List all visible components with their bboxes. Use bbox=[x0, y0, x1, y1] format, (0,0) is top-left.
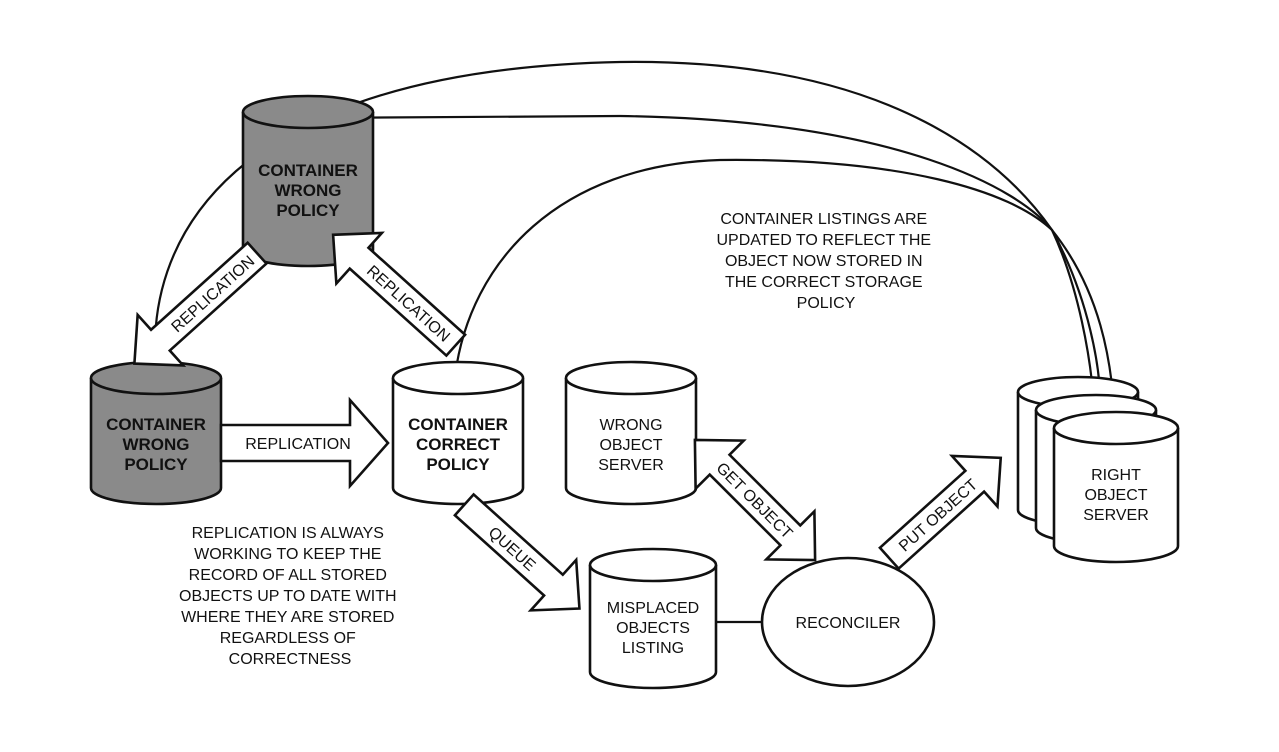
curve-correct-container-to-server bbox=[453, 158, 1117, 423]
note-replication: REPLICATION IS ALWAYS WORKING TO KEEP TH… bbox=[179, 525, 401, 668]
svg-text:GET OBJECT: GET OBJECT bbox=[713, 460, 796, 543]
arrow-replication-left-to-correct: REPLICATION bbox=[219, 396, 390, 490]
svg-text:REPLICATION: REPLICATION bbox=[169, 253, 259, 336]
svg-text:PUT OBJECT: PUT OBJECT bbox=[896, 476, 981, 555]
curve-top-container-to-server bbox=[307, 114, 1102, 401]
svg-text:REPLICATION: REPLICATION bbox=[245, 436, 351, 453]
update-curves bbox=[153, 60, 1117, 423]
node-label: RECONCILER bbox=[796, 615, 901, 632]
curve-left-container-to-server bbox=[153, 60, 1095, 393]
svg-text:REPLICATION: REPLICATION bbox=[363, 263, 453, 346]
arrow-put-object: PUT OBJECT bbox=[878, 454, 1003, 571]
arrow-replication-correct-to-top: REPLICATION bbox=[331, 231, 467, 358]
note-listings-updated: CONTAINER LISTINGS ARE UPDATED TO REFLEC… bbox=[716, 211, 935, 312]
reconciler[interactable]: RECONCILER bbox=[760, 556, 936, 688]
arrow-queue: QUEUE bbox=[453, 492, 581, 612]
